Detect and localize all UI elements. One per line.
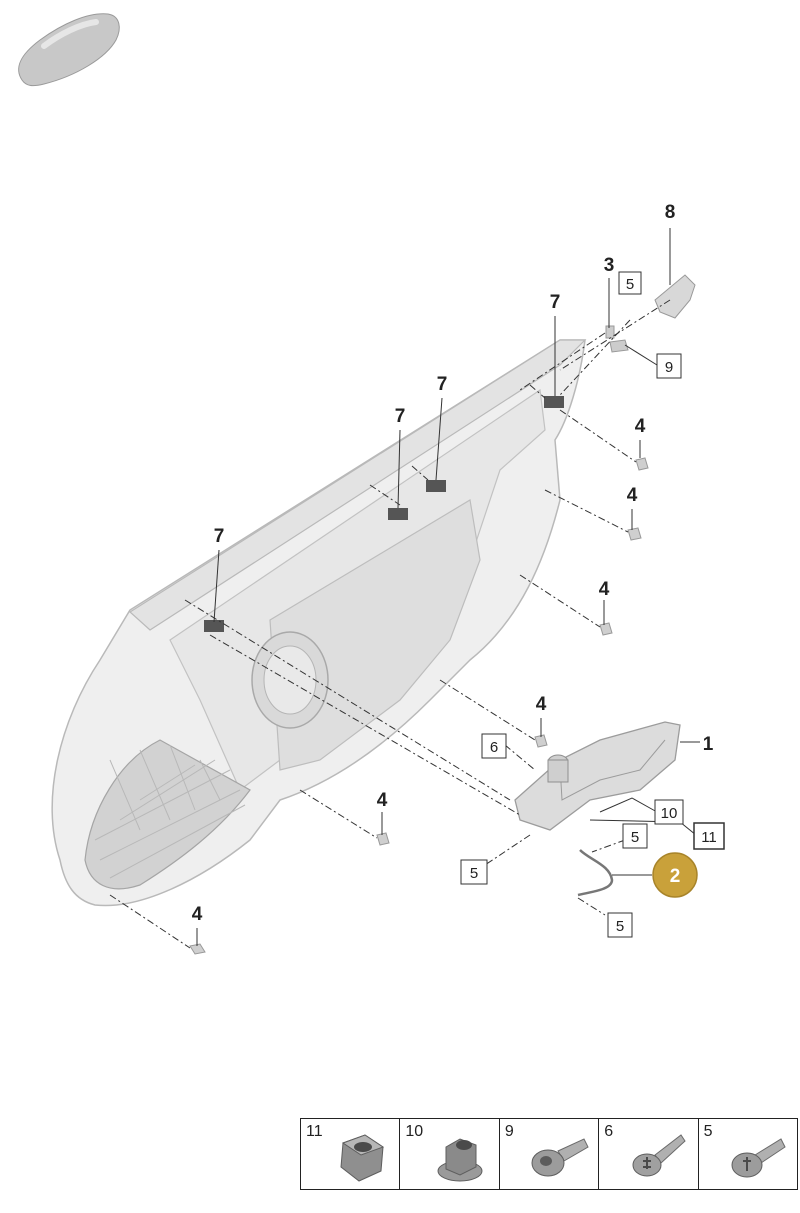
door-trim-panel — [51, 339, 587, 907]
legend-label: 10 — [405, 1123, 424, 1140]
callout-7: 7 — [395, 406, 406, 427]
svg-text:5: 5 — [470, 865, 478, 882]
bold-callouts: 8 3 7 7 7 7 4 4 4 4 4 4 1 — [192, 202, 714, 925]
legend-label: 6 — [604, 1123, 614, 1140]
boxed-callout-10: 10 — [654, 799, 684, 825]
legend-cell: 6 — [599, 1119, 699, 1189]
boxed-callout-5: 5 — [607, 912, 633, 938]
callout-8: 8 — [665, 202, 676, 223]
callout-1: 1 — [703, 734, 714, 755]
legend-cell: 10 — [400, 1119, 500, 1189]
small-clips — [189, 274, 696, 955]
boxed-callout-5: 5 — [622, 823, 648, 849]
callout-4: 4 — [377, 790, 388, 811]
leader-lines — [109, 299, 671, 949]
boxed-callouts: 5 9 6 10 11 5 5 5 — [460, 271, 725, 938]
svg-text:5: 5 — [626, 276, 634, 293]
flange-nut-icon — [437, 1138, 483, 1182]
callout-7: 7 — [437, 374, 448, 395]
svg-text:2: 2 — [670, 866, 681, 887]
highlighted-callout-2[interactable]: 2 — [652, 852, 698, 898]
fastener-legend: 11 10 9 6 5 — [300, 1118, 798, 1190]
callout-4: 4 — [599, 579, 610, 600]
hex-nut-icon — [340, 1134, 385, 1182]
pan-head-screw-icon — [731, 1138, 786, 1178]
legend-label: 11 — [306, 1123, 323, 1140]
callout-7: 7 — [214, 526, 225, 547]
door-handle-assembly — [514, 721, 681, 897]
callout-4: 4 — [192, 904, 203, 925]
svg-text:5: 5 — [616, 918, 624, 935]
callout-3: 3 — [604, 255, 615, 276]
boxed-callout-5: 5 — [460, 859, 488, 885]
car-thumbnail-icon — [18, 13, 120, 87]
torx-screw-icon — [632, 1134, 686, 1177]
svg-text:10: 10 — [661, 805, 678, 822]
callout-4: 4 — [536, 694, 547, 715]
callout-7: 7 — [550, 292, 561, 313]
boxed-callout-9: 9 — [656, 353, 682, 379]
legend-cell: 9 — [500, 1119, 600, 1189]
callout-4: 4 — [635, 416, 646, 437]
legend-cell: 11 — [301, 1119, 401, 1189]
boxed-callout-11: 11 — [693, 822, 725, 850]
boxed-callout-5: 5 — [618, 271, 642, 295]
svg-text:11: 11 — [701, 829, 717, 846]
svg-text:5: 5 — [631, 829, 639, 846]
callout-4: 4 — [627, 485, 638, 506]
svg-text:6: 6 — [490, 739, 498, 756]
legend-label: 9 — [504, 1123, 514, 1140]
legend-cell: 5 — [699, 1119, 797, 1189]
legend-label: 5 — [703, 1123, 713, 1140]
boxed-callout-6: 6 — [481, 733, 507, 759]
shoulder-screw-icon — [531, 1138, 589, 1177]
svg-text:9: 9 — [665, 359, 673, 376]
